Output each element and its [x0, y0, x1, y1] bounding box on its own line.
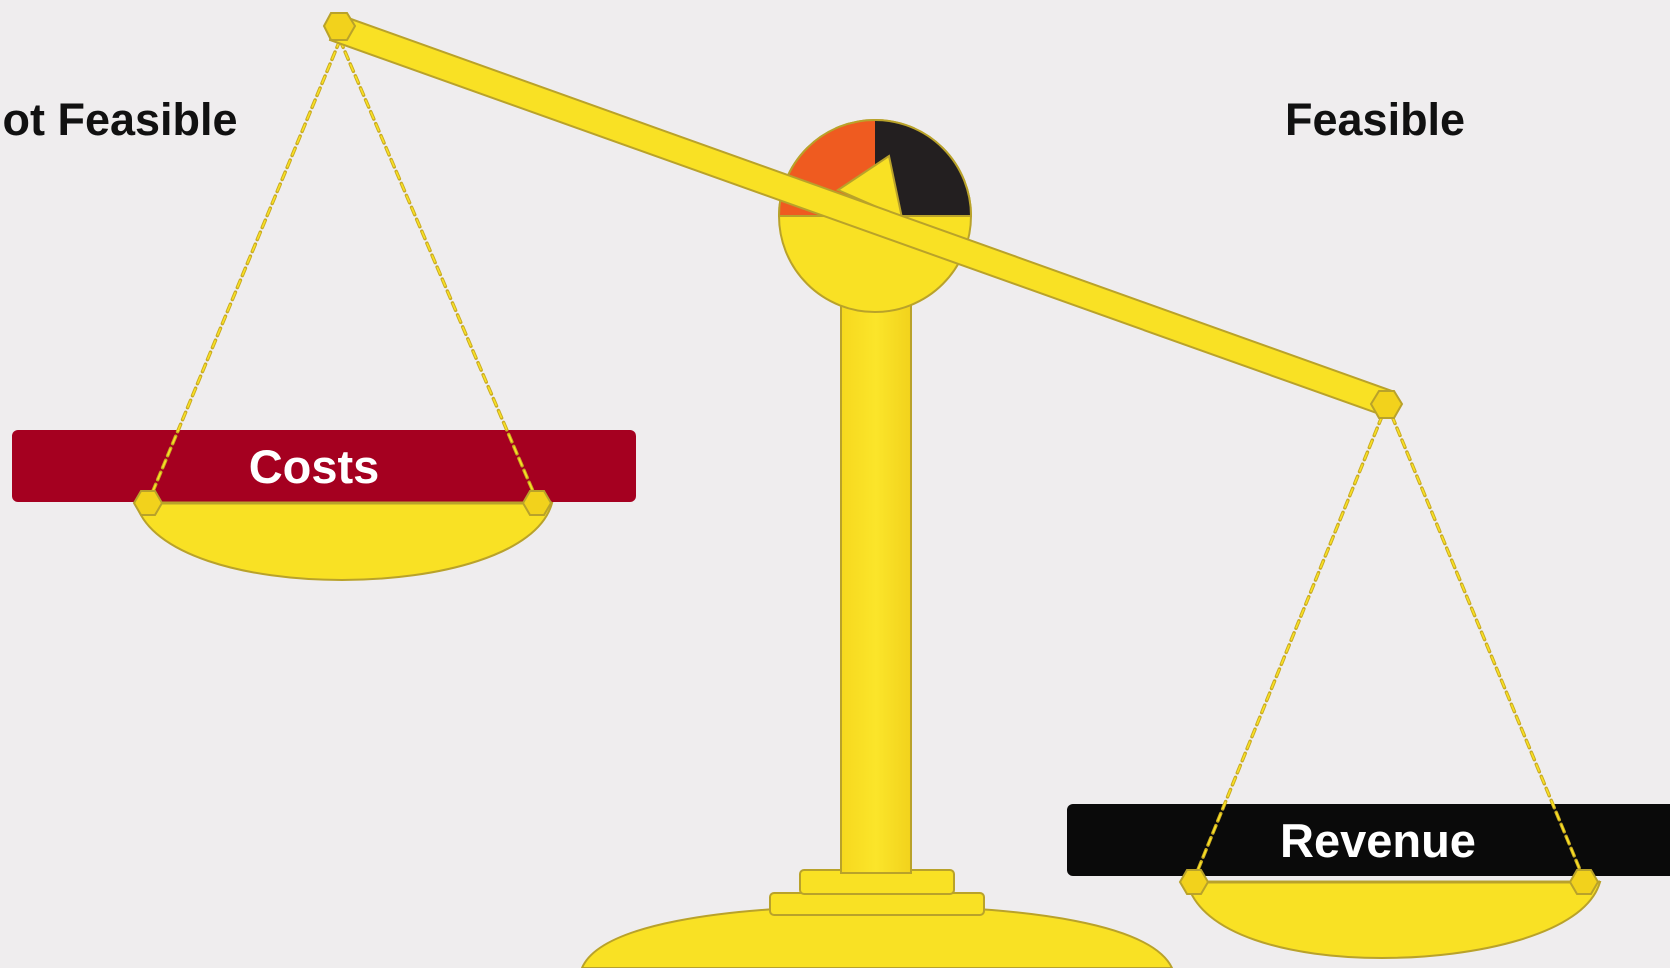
right-pan	[1185, 880, 1602, 960]
scale-stem	[840, 284, 912, 874]
pan-hook-left-1	[132, 490, 164, 516]
pan-hook-right-2	[1568, 869, 1600, 895]
pan-hook-right-1	[1178, 869, 1210, 895]
costs-label: Costs	[248, 439, 380, 493]
revenue-tag: Revenue	[1067, 804, 1670, 876]
left-pan	[134, 501, 554, 582]
scale-base	[580, 869, 1174, 968]
revenue-label: Revenue	[1280, 813, 1476, 867]
beam-end-right	[1369, 390, 1404, 419]
not-feasible-label: Not Feasible	[0, 94, 238, 145]
beam-end-left	[322, 12, 357, 41]
pan-hook-left-2	[521, 490, 553, 516]
feasible-label: Feasible	[1285, 94, 1466, 145]
